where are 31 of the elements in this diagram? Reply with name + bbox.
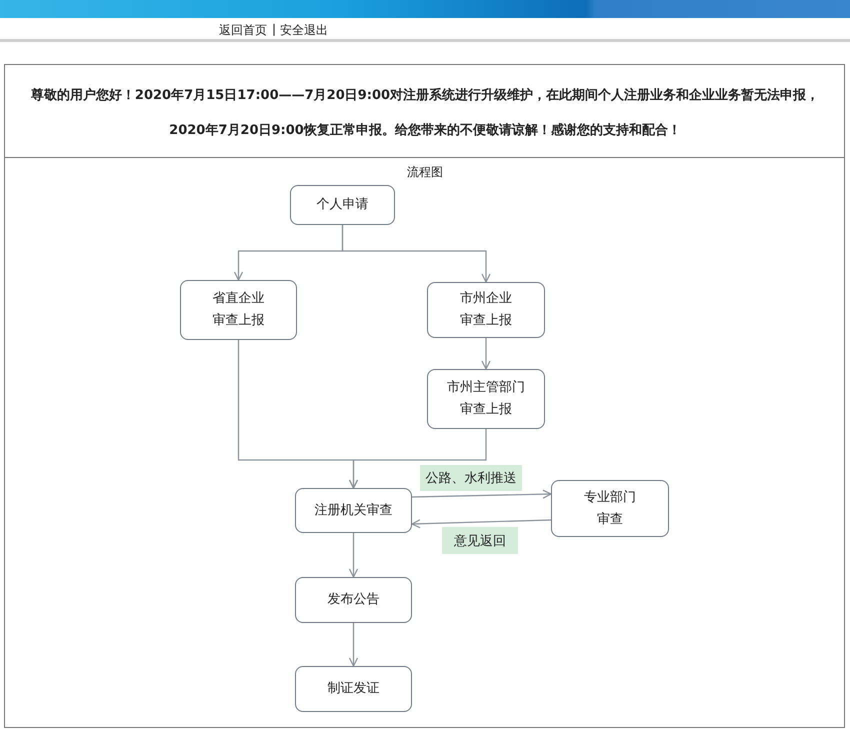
- process-box: [295, 577, 412, 623]
- box-text: 制证发证: [326, 680, 380, 698]
- box-text: 注册机关审查: [314, 502, 394, 520]
- arrow: [348, 623, 358, 667]
- box-text: 专业部门审查: [583, 488, 637, 528]
- arrow: [412, 490, 552, 499]
- edge-label: 公路、水利推送: [420, 465, 522, 491]
- process-box: [295, 666, 412, 712]
- arrow: [342, 225, 491, 283]
- process-box: [290, 185, 395, 225]
- process-box: [427, 282, 545, 338]
- notice-text: 2020年7月20日9:00恢复正常申报。给您带来的不便敬请谅解！感谢您的支持和配合！: [169, 122, 681, 139]
- process-box: [427, 369, 545, 429]
- process-box: [295, 488, 412, 533]
- box-text: 发布公告: [326, 591, 380, 609]
- box-text: 市州主管部门审查上报: [446, 379, 526, 419]
- arrow: [348, 533, 358, 578]
- arrow: [481, 338, 491, 370]
- arrow: [411, 519, 552, 528]
- box-text: 市州企业审查上报: [459, 290, 513, 330]
- notice-text: 尊敬的用户您好！2020年7月15日17:00——7月20日9:00对注册系统进行升级维护，在此期间个人注册业务和企业业务暂无法申报，: [30, 86, 820, 104]
- arrow: [348, 429, 487, 489]
- box-text: 个人申请: [316, 196, 370, 214]
- process-box: [551, 480, 669, 537]
- logout-link: 安全退出: [280, 22, 328, 39]
- chart-title: 流程图: [407, 164, 443, 181]
- box-text: 省直企业审查上报: [212, 290, 266, 330]
- separator: |: [272, 22, 276, 36]
- edge-label: 意见返回: [442, 527, 518, 554]
- home-link: 返回首页: [219, 22, 267, 39]
- process-box: [180, 280, 297, 340]
